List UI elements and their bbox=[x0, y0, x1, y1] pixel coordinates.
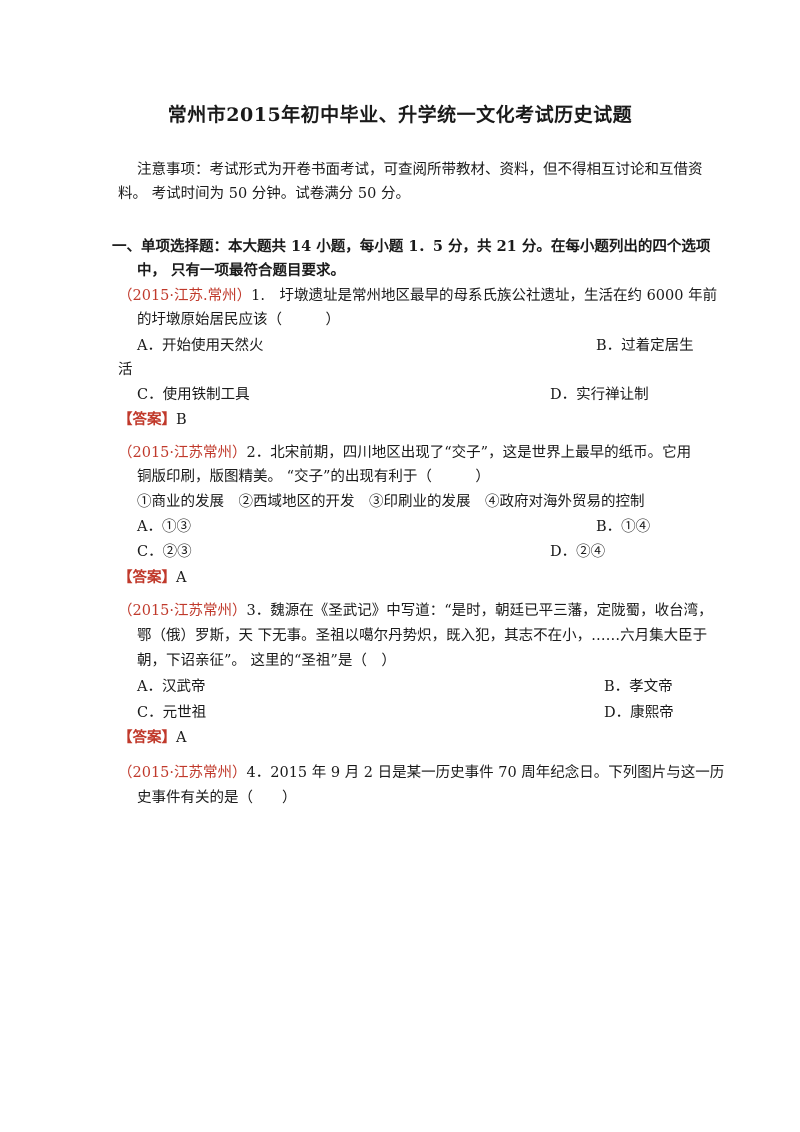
answer-tag: 【答案】 bbox=[118, 569, 176, 586]
question-text: 的圩墩原始居民应该（ ） bbox=[137, 312, 340, 328]
answer-value: A bbox=[176, 570, 187, 586]
option-a: A．①③ bbox=[137, 519, 191, 535]
section-heading: 一、单项选择题：本大题共 14 小题，每小题 1．5 分，共 21 分。在每小题… bbox=[112, 238, 711, 255]
question-text: 3．魏源在《圣武记》中写道：“是时，朝廷已平三藩，定陇蜀，收台湾， bbox=[246, 603, 713, 619]
question-source: （2015·江苏.常州） bbox=[118, 288, 252, 304]
question-1: （2015·江苏.常州）1. 圩墩遗址是常州地区最早的母系氏族公社遗址，生活在约… bbox=[118, 286, 717, 306]
option-a: A．开始使用天然火 bbox=[137, 338, 264, 354]
question-source: （2015·江苏常州） bbox=[118, 445, 247, 461]
question-text: 1. 圩墩遗址是常州地区最早的母系氏族公社遗址，生活在约 6000 年前 bbox=[251, 288, 718, 304]
option-a: A．汉武帝 bbox=[137, 679, 206, 695]
option-d: D．②④ bbox=[550, 544, 606, 560]
option-c: C．元世祖 bbox=[137, 705, 207, 721]
notice-line: 注意事项：考试形式为开卷书面考试，可查阅所带教材、资料，但不得相互讨论和互借资 bbox=[137, 162, 703, 178]
notice-line: 料。 考试时间为 50 分钟。试卷满分 50 分。 bbox=[118, 186, 410, 202]
option-b: B．过着定居生 bbox=[596, 338, 694, 354]
option-d: D．实行禅让制 bbox=[550, 387, 649, 403]
option-b: B．①④ bbox=[596, 519, 651, 535]
answer-value: B bbox=[176, 412, 187, 428]
option-d: D．康熙帝 bbox=[604, 705, 674, 721]
question-text: 朝，下诏亲征”。 这里的“圣祖”是（ ） bbox=[137, 653, 396, 669]
answer-tag: 【答案】 bbox=[118, 729, 176, 746]
question-text: 史事件有关的是（ ） bbox=[137, 790, 297, 806]
option-c: C．②③ bbox=[137, 544, 192, 560]
question-source: （2015·江苏常州） bbox=[118, 765, 247, 781]
answer-line: 【答案】A bbox=[118, 568, 186, 588]
question-2: （2015·江苏常州）2．北宋前期，四川地区出现了“交子”，这是世界上最早的纸币… bbox=[118, 443, 691, 463]
question-text: 2．北宋前期，四川地区出现了“交子”，这是世界上最早的纸币。它用 bbox=[246, 445, 692, 461]
answer-line: 【答案】A bbox=[118, 728, 186, 748]
question-source: （2015·江苏常州） bbox=[118, 603, 247, 619]
question-text: 鄂（俄）罗斯，天 下无事。圣祖以噶尔丹势炽，既入犯，其志不在小，……六月集大臣于 bbox=[137, 628, 708, 644]
option-b-wrap: 活 bbox=[118, 362, 133, 378]
page-title: 常州市2015年初中毕业、升学统一文化考试历史试题 bbox=[167, 104, 633, 126]
question-text: ①商业的发展 ②西域地区的开发 ③印刷业的发展 ④政府对海外贸易的控制 bbox=[137, 494, 645, 510]
answer-value: A bbox=[176, 730, 187, 746]
question-text: 铜版印刷，版图精美。 “交子”的出现有利于（ ） bbox=[137, 469, 490, 485]
option-c: C．使用铁制工具 bbox=[137, 387, 250, 403]
answer-tag: 【答案】 bbox=[118, 411, 176, 428]
question-4: （2015·江苏常州）4．2015 年 9 月 2 日是某一历史事件 70 周年… bbox=[118, 763, 724, 783]
question-3: （2015·江苏常州）3．魏源在《圣武记》中写道：“是时，朝廷已平三藩，定陇蜀，… bbox=[118, 601, 713, 621]
question-text: 4．2015 年 9 月 2 日是某一历史事件 70 周年纪念日。下列图片与这一… bbox=[246, 765, 725, 781]
answer-line: 【答案】B bbox=[118, 410, 187, 430]
option-b: B．孝文帝 bbox=[604, 679, 673, 695]
section-heading: 中， 只有一项最符合题目要求。 bbox=[137, 262, 346, 279]
